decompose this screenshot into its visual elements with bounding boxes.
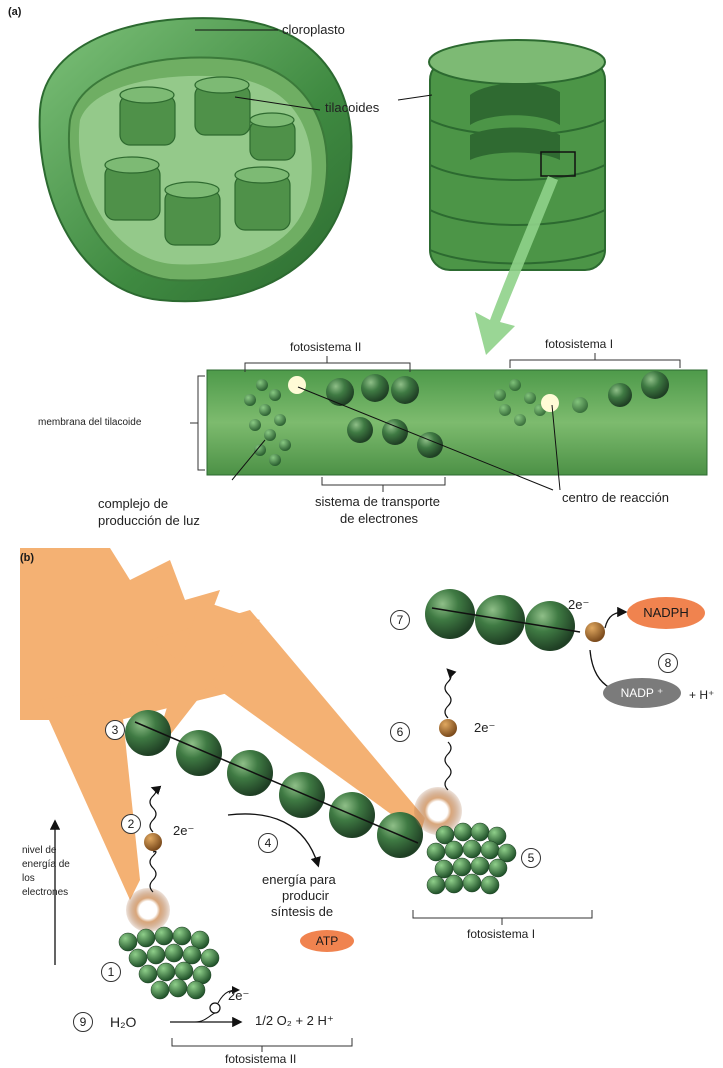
transport-line1: sistema de transporte <box>315 494 440 509</box>
axis-line4: electrones <box>22 887 68 898</box>
electron-label-psii: 2e⁻ <box>173 823 194 839</box>
step-8: 8 <box>658 653 678 673</box>
nadph-badge: NADPH <box>627 597 705 629</box>
photosystem-ii-label-b: fotosistema II <box>225 1052 296 1066</box>
step-1: 1 <box>101 962 121 982</box>
photosystem-i-label-b: fotosistema I <box>467 927 535 941</box>
step-2: 2 <box>121 814 141 834</box>
water-label: H₂O <box>110 1014 136 1030</box>
step-3: 3 <box>105 720 125 740</box>
sunlight <box>20 548 425 900</box>
electron-transport-chain-2 <box>425 589 575 651</box>
reaction-center-label: centro de reacción <box>562 490 669 505</box>
membrane-label: membrana del tilacoide <box>38 417 141 428</box>
panel-b-letter: (b) <box>20 552 34 564</box>
nadp-badge: NADP ⁺ <box>603 678 681 708</box>
electron-label-nadph: 2e⁻ <box>568 597 589 613</box>
h-plus-label: + H⁺ <box>689 688 714 702</box>
chloroplast-label: cloroplasto <box>282 22 345 37</box>
photosystem-i-cluster <box>414 787 516 894</box>
light-complex-line2: producción de luz <box>98 513 200 528</box>
chloroplast-illustration <box>40 18 352 301</box>
energy-line3: síntesis de <box>271 904 333 919</box>
step-7: 7 <box>390 610 410 630</box>
thylakoid-stack-illustration <box>429 40 605 270</box>
electron-label-psi: 2e⁻ <box>474 720 495 736</box>
step-9: 9 <box>73 1012 93 1032</box>
step-6: 6 <box>390 722 410 742</box>
thylakoids-label: tilacoides <box>325 100 379 115</box>
axis-line3: los <box>22 873 35 884</box>
photosystem-ii-label-a: fotosistema II <box>290 340 361 354</box>
step-5: 5 <box>521 848 541 868</box>
photosystem-ii-cluster <box>119 888 219 999</box>
step-4: 4 <box>258 833 278 853</box>
panel-a-letter: (a) <box>8 6 21 18</box>
atp-badge: ATP <box>300 930 354 952</box>
electron-label-water: 2e⁻ <box>228 988 249 1004</box>
axis-line2: energía de <box>22 859 70 870</box>
transport-line2: de electrones <box>340 511 418 526</box>
energy-line2: producir <box>282 888 329 903</box>
energy-line1: energía para <box>262 872 336 887</box>
photosystem-i-label-a: fotosistema I <box>545 337 613 351</box>
light-complex-line1: complejo de <box>98 496 168 511</box>
axis-line1: nivel de <box>22 845 56 856</box>
products-label: 1/2 O₂ + 2 H⁺ <box>255 1013 334 1029</box>
